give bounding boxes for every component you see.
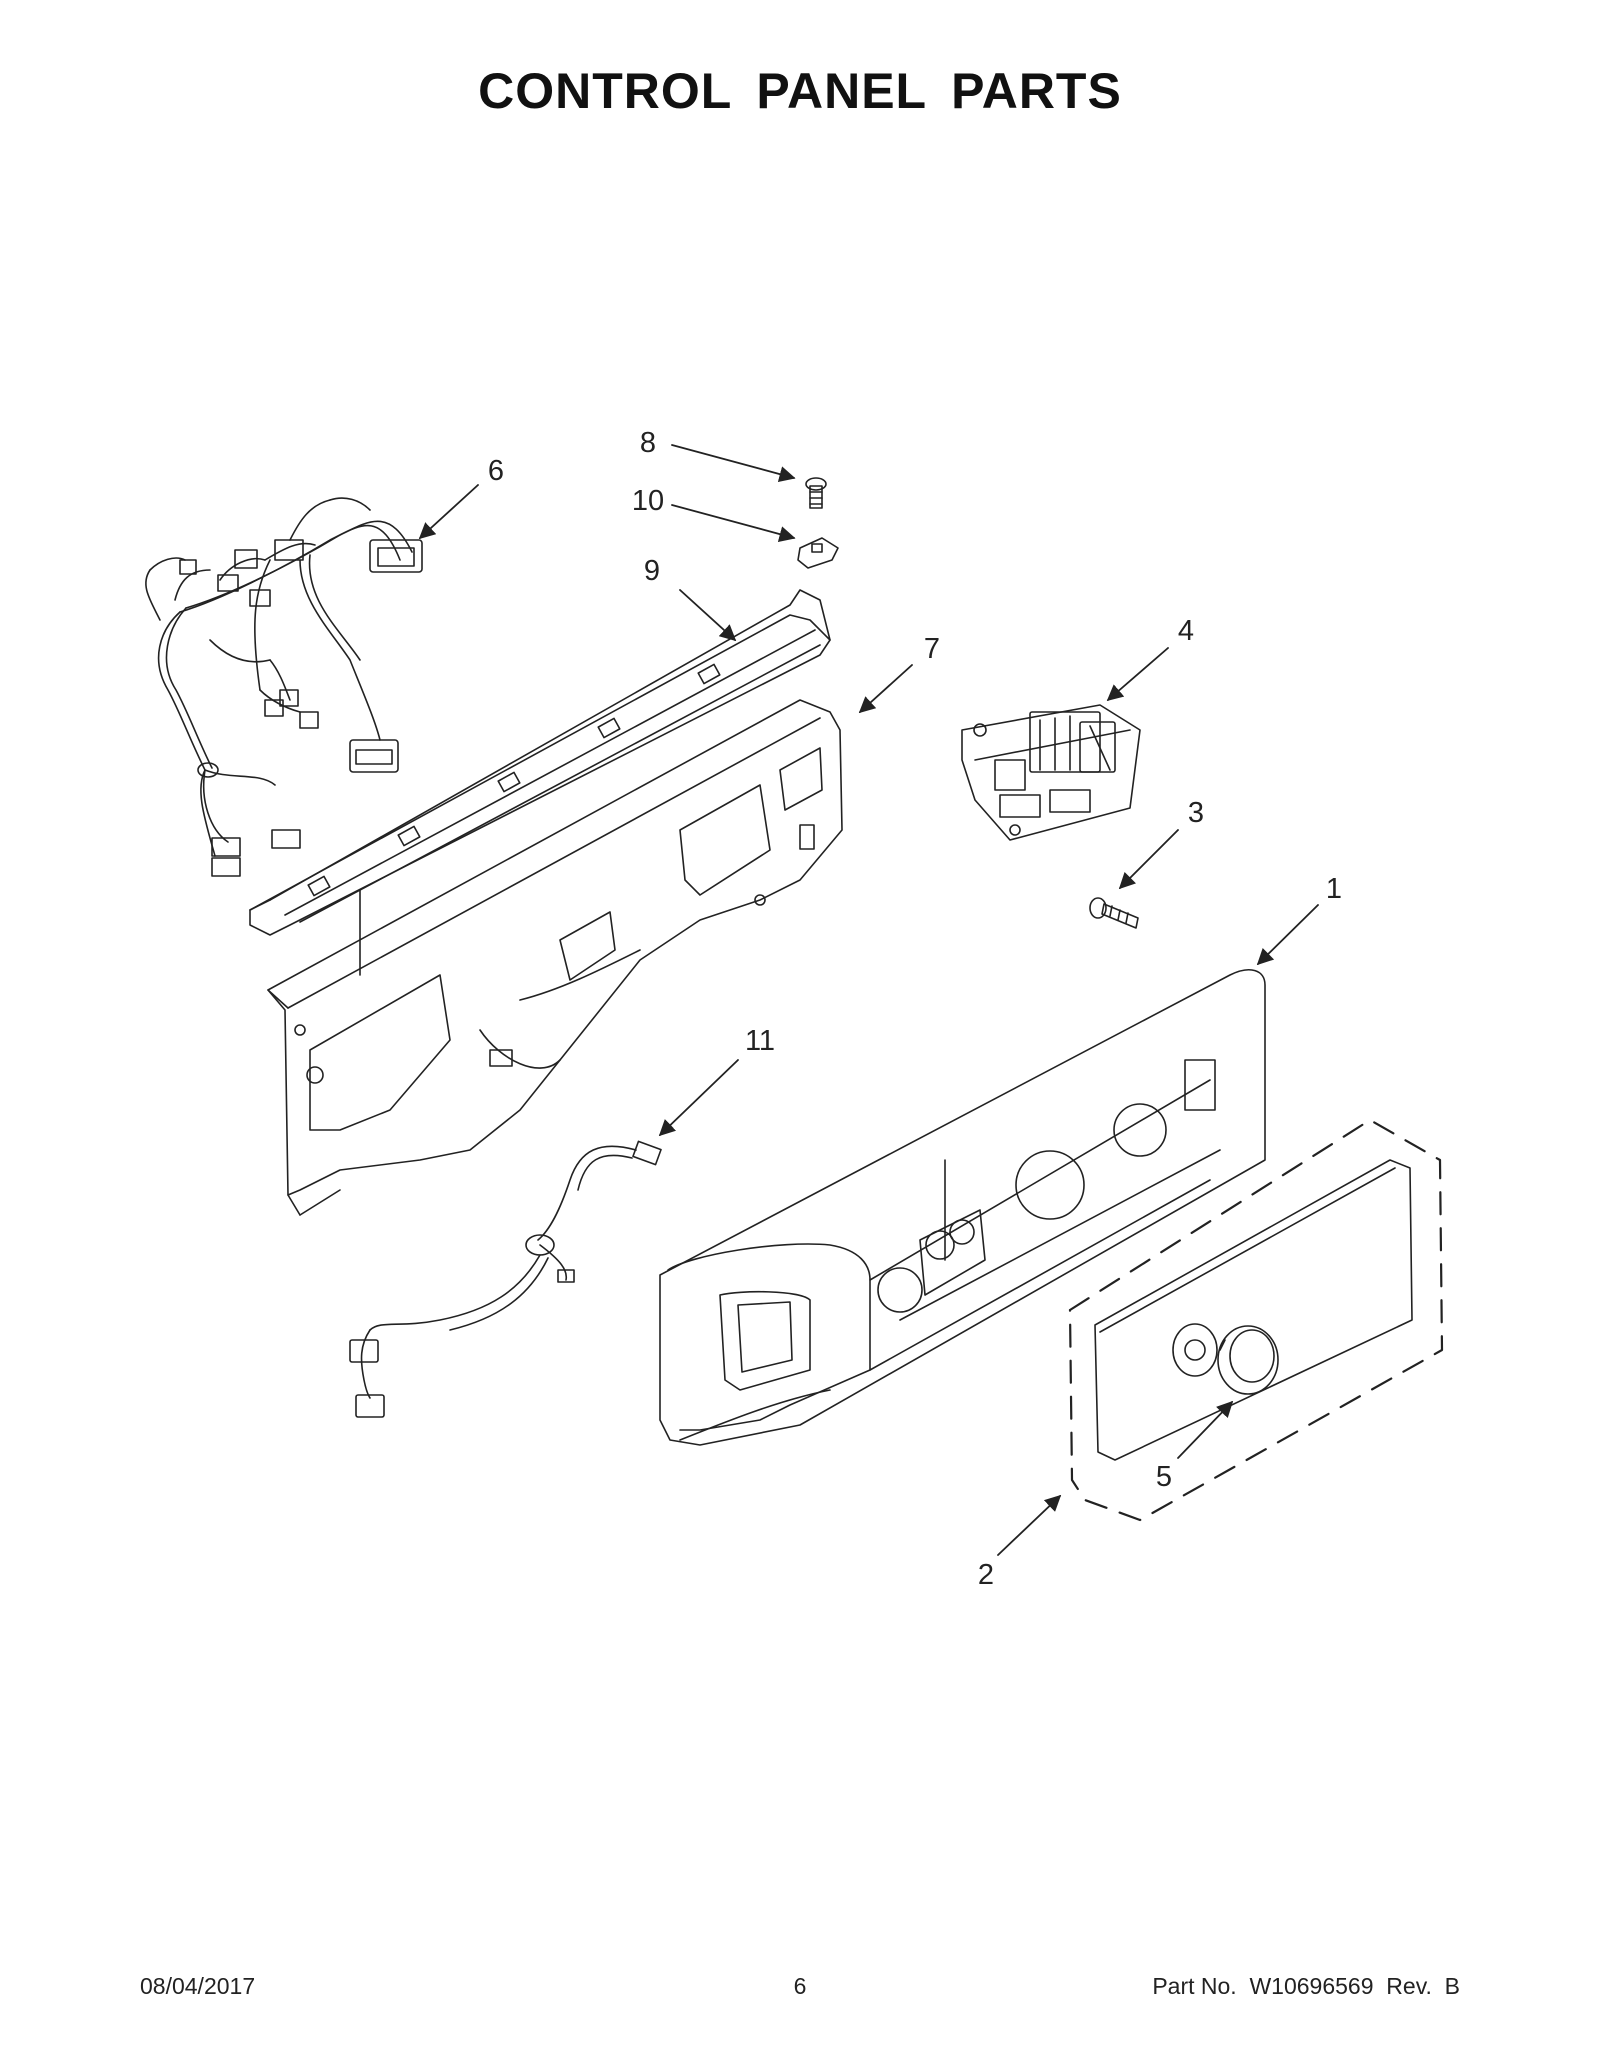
leader-5 xyxy=(1177,1400,1234,1459)
callout-7: 7 xyxy=(924,633,940,665)
display-assembly-outline xyxy=(1070,1120,1442,1520)
leader-10 xyxy=(671,504,796,543)
footer-date: 08/04/2017 xyxy=(140,1973,256,1999)
callout-5: 5 xyxy=(1156,1461,1172,1493)
clip-10-part xyxy=(798,538,838,568)
console-back-panel-part xyxy=(268,700,842,1215)
callout-3: 3 xyxy=(1188,797,1204,829)
display-overlay-part xyxy=(1095,1160,1412,1460)
leader-6 xyxy=(418,484,479,540)
callout-11: 11 xyxy=(745,1025,775,1057)
footer-part-number: Part No. W10696569 Rev. B xyxy=(1152,1973,1460,1999)
callout-2: 2 xyxy=(978,1559,994,1591)
screw-3-part xyxy=(1090,898,1138,928)
leader-7 xyxy=(858,664,913,714)
callout-4: 4 xyxy=(1178,615,1194,647)
wire-harness-part xyxy=(146,498,422,876)
control-knob-part xyxy=(1218,1326,1278,1394)
leader-4 xyxy=(1106,647,1169,702)
leader-2 xyxy=(997,1494,1062,1556)
callout-10: 10 xyxy=(632,485,664,517)
callout-leaders xyxy=(418,444,1319,1556)
leader-11 xyxy=(658,1059,739,1137)
callout-9: 9 xyxy=(644,555,660,587)
page-title: CONTROL PANEL PARTS xyxy=(478,63,1122,119)
leader-3 xyxy=(1118,829,1179,890)
callout-6: 6 xyxy=(488,455,504,487)
console-front-part xyxy=(660,970,1265,1445)
control-board-part xyxy=(962,705,1140,840)
sensor-harness-part xyxy=(350,1141,661,1417)
control-rail-part xyxy=(250,590,830,975)
leader-8 xyxy=(671,444,796,483)
leader-9 xyxy=(679,589,737,642)
callout-1: 1 xyxy=(1326,873,1342,905)
screw-8-part xyxy=(806,478,826,508)
leader-1 xyxy=(1256,904,1319,966)
footer-page-number: 6 xyxy=(793,1973,807,1999)
callout-8: 8 xyxy=(640,427,656,459)
